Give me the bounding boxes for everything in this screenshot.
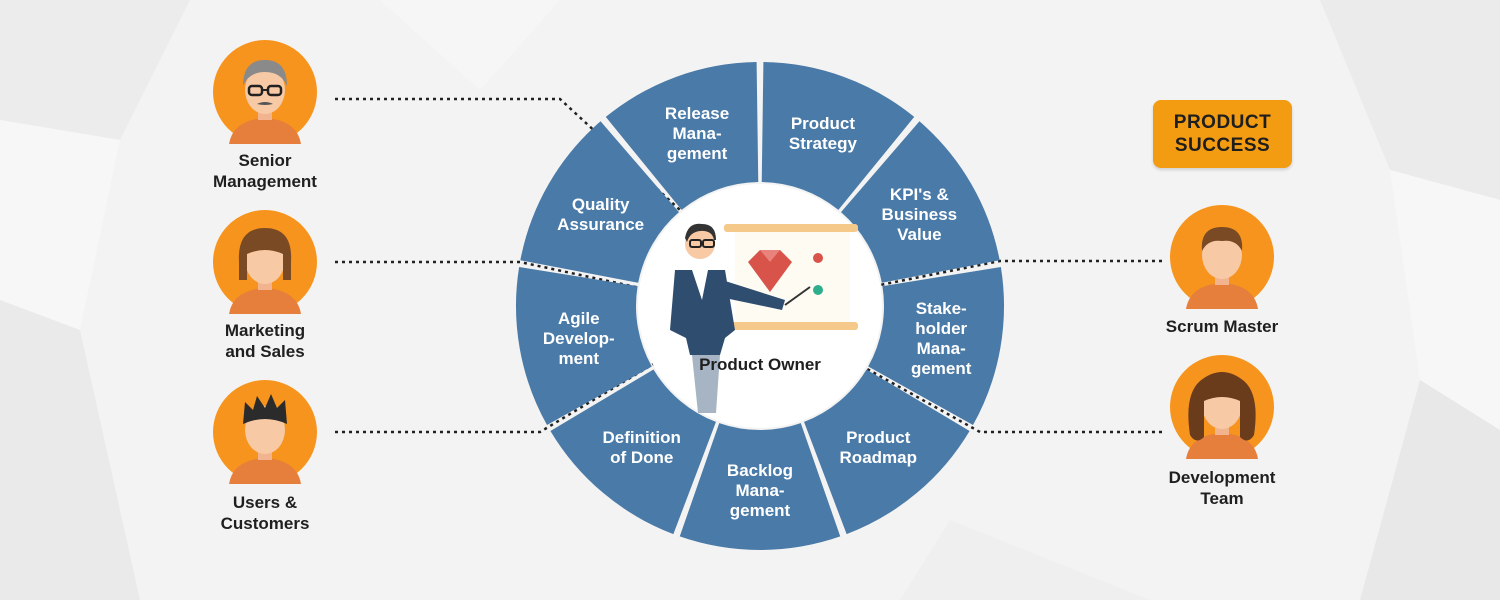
- badge-line-2: SUCCESS: [1174, 135, 1271, 156]
- connector-development-team: [859, 363, 1162, 434]
- man-glasses-icon: [213, 40, 317, 149]
- left-person-label: Marketing and Sales: [185, 320, 345, 362]
- connector-marketing-and-sales: [335, 260, 651, 292]
- person-label-line: Scrum Master: [1165, 317, 1279, 336]
- left-person-label: Users & Customers: [185, 492, 345, 534]
- wheel-segment: [605, 62, 759, 210]
- woman-icon: [213, 210, 317, 319]
- woman-curly-hair-icon: [1170, 355, 1274, 464]
- person-label-line: Customers: [220, 514, 310, 533]
- wheel-segment: [868, 266, 1004, 426]
- wheel-segment: [761, 62, 915, 210]
- badge-line-1: PRODUCT: [1173, 112, 1272, 133]
- person-label-line: Management: [213, 172, 317, 191]
- connector-senior-management: [335, 97, 681, 211]
- presenter-figure-icon: [670, 223, 785, 413]
- wheel-segment: [550, 369, 716, 535]
- wheel-segment: [515, 266, 652, 426]
- connector-users-and-customers: [335, 358, 661, 434]
- person-label-line: Team: [1200, 489, 1244, 508]
- wheel-segment: [520, 121, 679, 283]
- person-label-line: and Sales: [225, 342, 305, 361]
- person-label-line: Development: [1168, 468, 1276, 487]
- person-label-line: Marketing: [224, 321, 306, 340]
- presentation-board-icon: [724, 224, 858, 330]
- product-success-badge: PRODUCT SUCCESS: [1153, 100, 1292, 168]
- connector-scrum-master: [869, 259, 1162, 289]
- wheel-segment: [841, 121, 1000, 283]
- center-label: Product Owner: [699, 355, 821, 374]
- wheel-segment: [804, 369, 970, 535]
- right-person-label: Scrum Master: [1142, 316, 1302, 337]
- man-icon: [1170, 205, 1274, 314]
- person-label-line: Users &: [232, 493, 298, 512]
- man-spiky-hair-icon: [213, 380, 317, 489]
- wheel-segment: [679, 423, 841, 551]
- person-label-line: Senior: [238, 151, 292, 170]
